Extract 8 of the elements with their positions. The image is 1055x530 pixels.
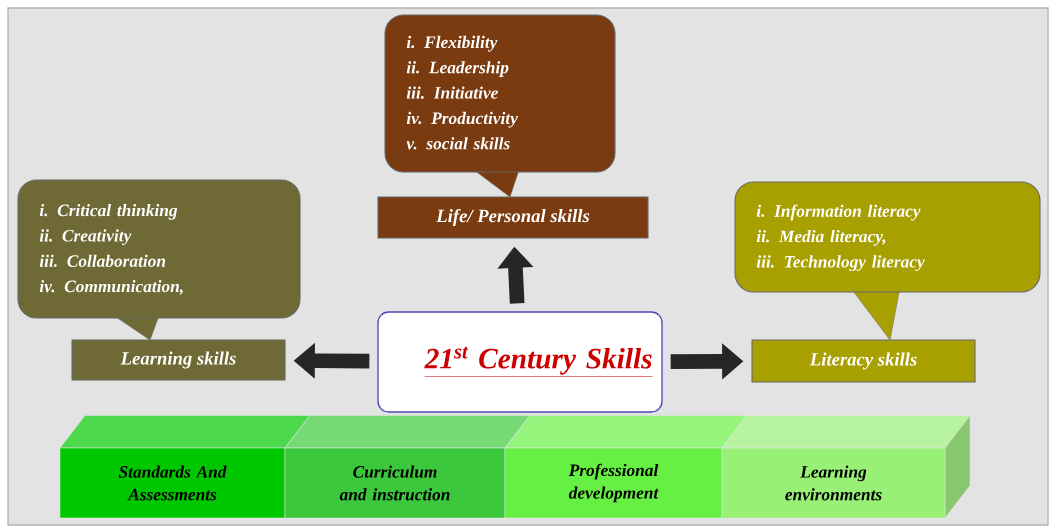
pillar-block: Curriculum and instruction [284,415,531,519]
pillar-block: Standards And Assessments [59,415,311,519]
pillar-block: Learning environments [721,415,971,519]
pillar-block: Professional development [504,415,748,519]
callout-bubble: i. Flexibility ii. Leadership iii. Initiative iv. Productivity v. social skills [384,14,616,198]
callout-bubble: i. Information literacy ii. Media literacy, iii. Technology literacy [734,181,1041,341]
callout-bubble: i. Critical thinking ii. Creativity iii. Collaboration iv. Communication, [17,179,301,341]
title-box: 21$^{st}$ Century Skills [377,311,663,413]
